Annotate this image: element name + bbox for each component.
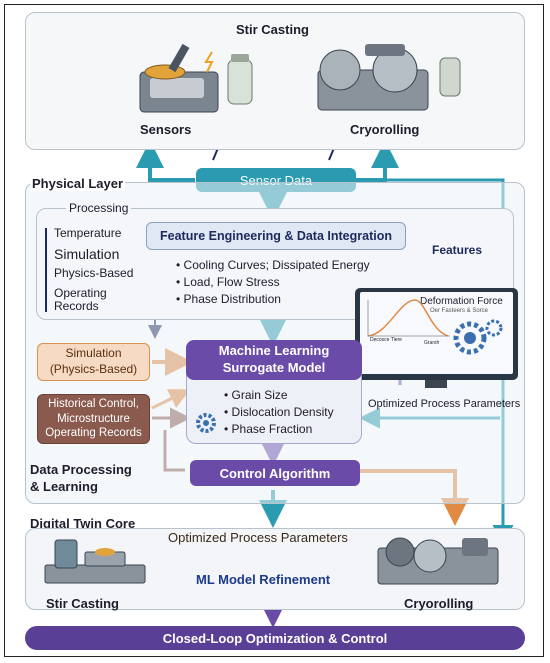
- feature-bullet: • Load, Flow Stress: [176, 275, 280, 289]
- control-algorithm-label: Control Algorithm: [219, 465, 331, 481]
- input-operating: Operating: [54, 286, 107, 300]
- feature-bullet: • Cooling Curves; Dissipated Energy: [176, 258, 370, 272]
- model-bullet: • Phase Fraction: [224, 422, 313, 436]
- twin-optimized-label: Optimized Process Parameters: [168, 530, 348, 545]
- monitor-subtitle: Oer Fasteers & Sorce: [430, 308, 489, 314]
- ml-model-title-line2: Surrogate Model: [222, 360, 326, 375]
- monitor-label-right: Grarsh: [424, 340, 440, 346]
- monitor-stand: [425, 380, 447, 388]
- feature-bullet: • Phase Distribution: [176, 292, 281, 306]
- ml-refinement-label: ML Model Refinement: [196, 572, 331, 587]
- model-bullet: • Grain Size: [224, 388, 288, 402]
- model-bullet: • Dislocation Density: [224, 405, 334, 419]
- stir-casting-title: Stir Casting: [236, 22, 309, 37]
- inputs-bracket: [45, 228, 47, 312]
- twin-cryorolling-label: Cryorolling: [404, 596, 474, 611]
- historical-box: Historical Control, Microstructure Opera…: [37, 394, 150, 444]
- sensors-label: Sensors: [140, 122, 192, 137]
- simulation-line2: (Physics-Based): [49, 362, 138, 376]
- closed-loop-label: Closed-Loop Optimization & Control: [162, 630, 388, 646]
- input-temperature: Temperature: [54, 226, 122, 240]
- cryorolling-label: Cryorolling: [350, 122, 420, 137]
- physical-layer-title: Physical Layer: [30, 176, 126, 191]
- outer-frame: [4, 4, 544, 657]
- closed-loop-bar: Closed-Loop Optimization & Control: [25, 626, 525, 650]
- monitor-title: Deformation Force: [420, 296, 503, 307]
- feature-engineering-label: Feature Engineering & Data Integration: [160, 229, 392, 243]
- historical-line3: Operating Records: [45, 427, 142, 440]
- ml-model-title-box: Machine Learning Surrogate Model: [186, 340, 362, 380]
- data-processing-label: Data Processing: [30, 462, 132, 477]
- ml-model-title-line1: Machine Learning: [218, 343, 330, 359]
- input-physics-based: Physics-Based: [54, 266, 134, 280]
- processing-label: Processing: [66, 201, 132, 215]
- learning-label: & Learning: [30, 479, 98, 494]
- twin-stir-casting-label: Stir Casting: [46, 596, 119, 611]
- digital-twin-title: Digital Twin Core: [30, 516, 136, 531]
- simulation-line1: Simulation: [65, 346, 122, 361]
- feature-engineering-box: Feature Engineering & Data Integration: [146, 222, 406, 250]
- features-label: Features: [432, 243, 483, 257]
- simulation-box: Simulation (Physics-Based): [37, 343, 150, 381]
- control-algorithm-box: Control Algorithm: [190, 460, 360, 486]
- monitor-label-left: Decosce Tiere: [370, 337, 402, 343]
- historical-line1: Historical Control,: [48, 398, 139, 411]
- optimized-params-right: Optimized Process Parameters: [368, 398, 521, 410]
- historical-line2: Microstructure: [57, 412, 130, 425]
- input-records: Records: [54, 299, 99, 313]
- input-simulation: Simulation: [54, 246, 120, 262]
